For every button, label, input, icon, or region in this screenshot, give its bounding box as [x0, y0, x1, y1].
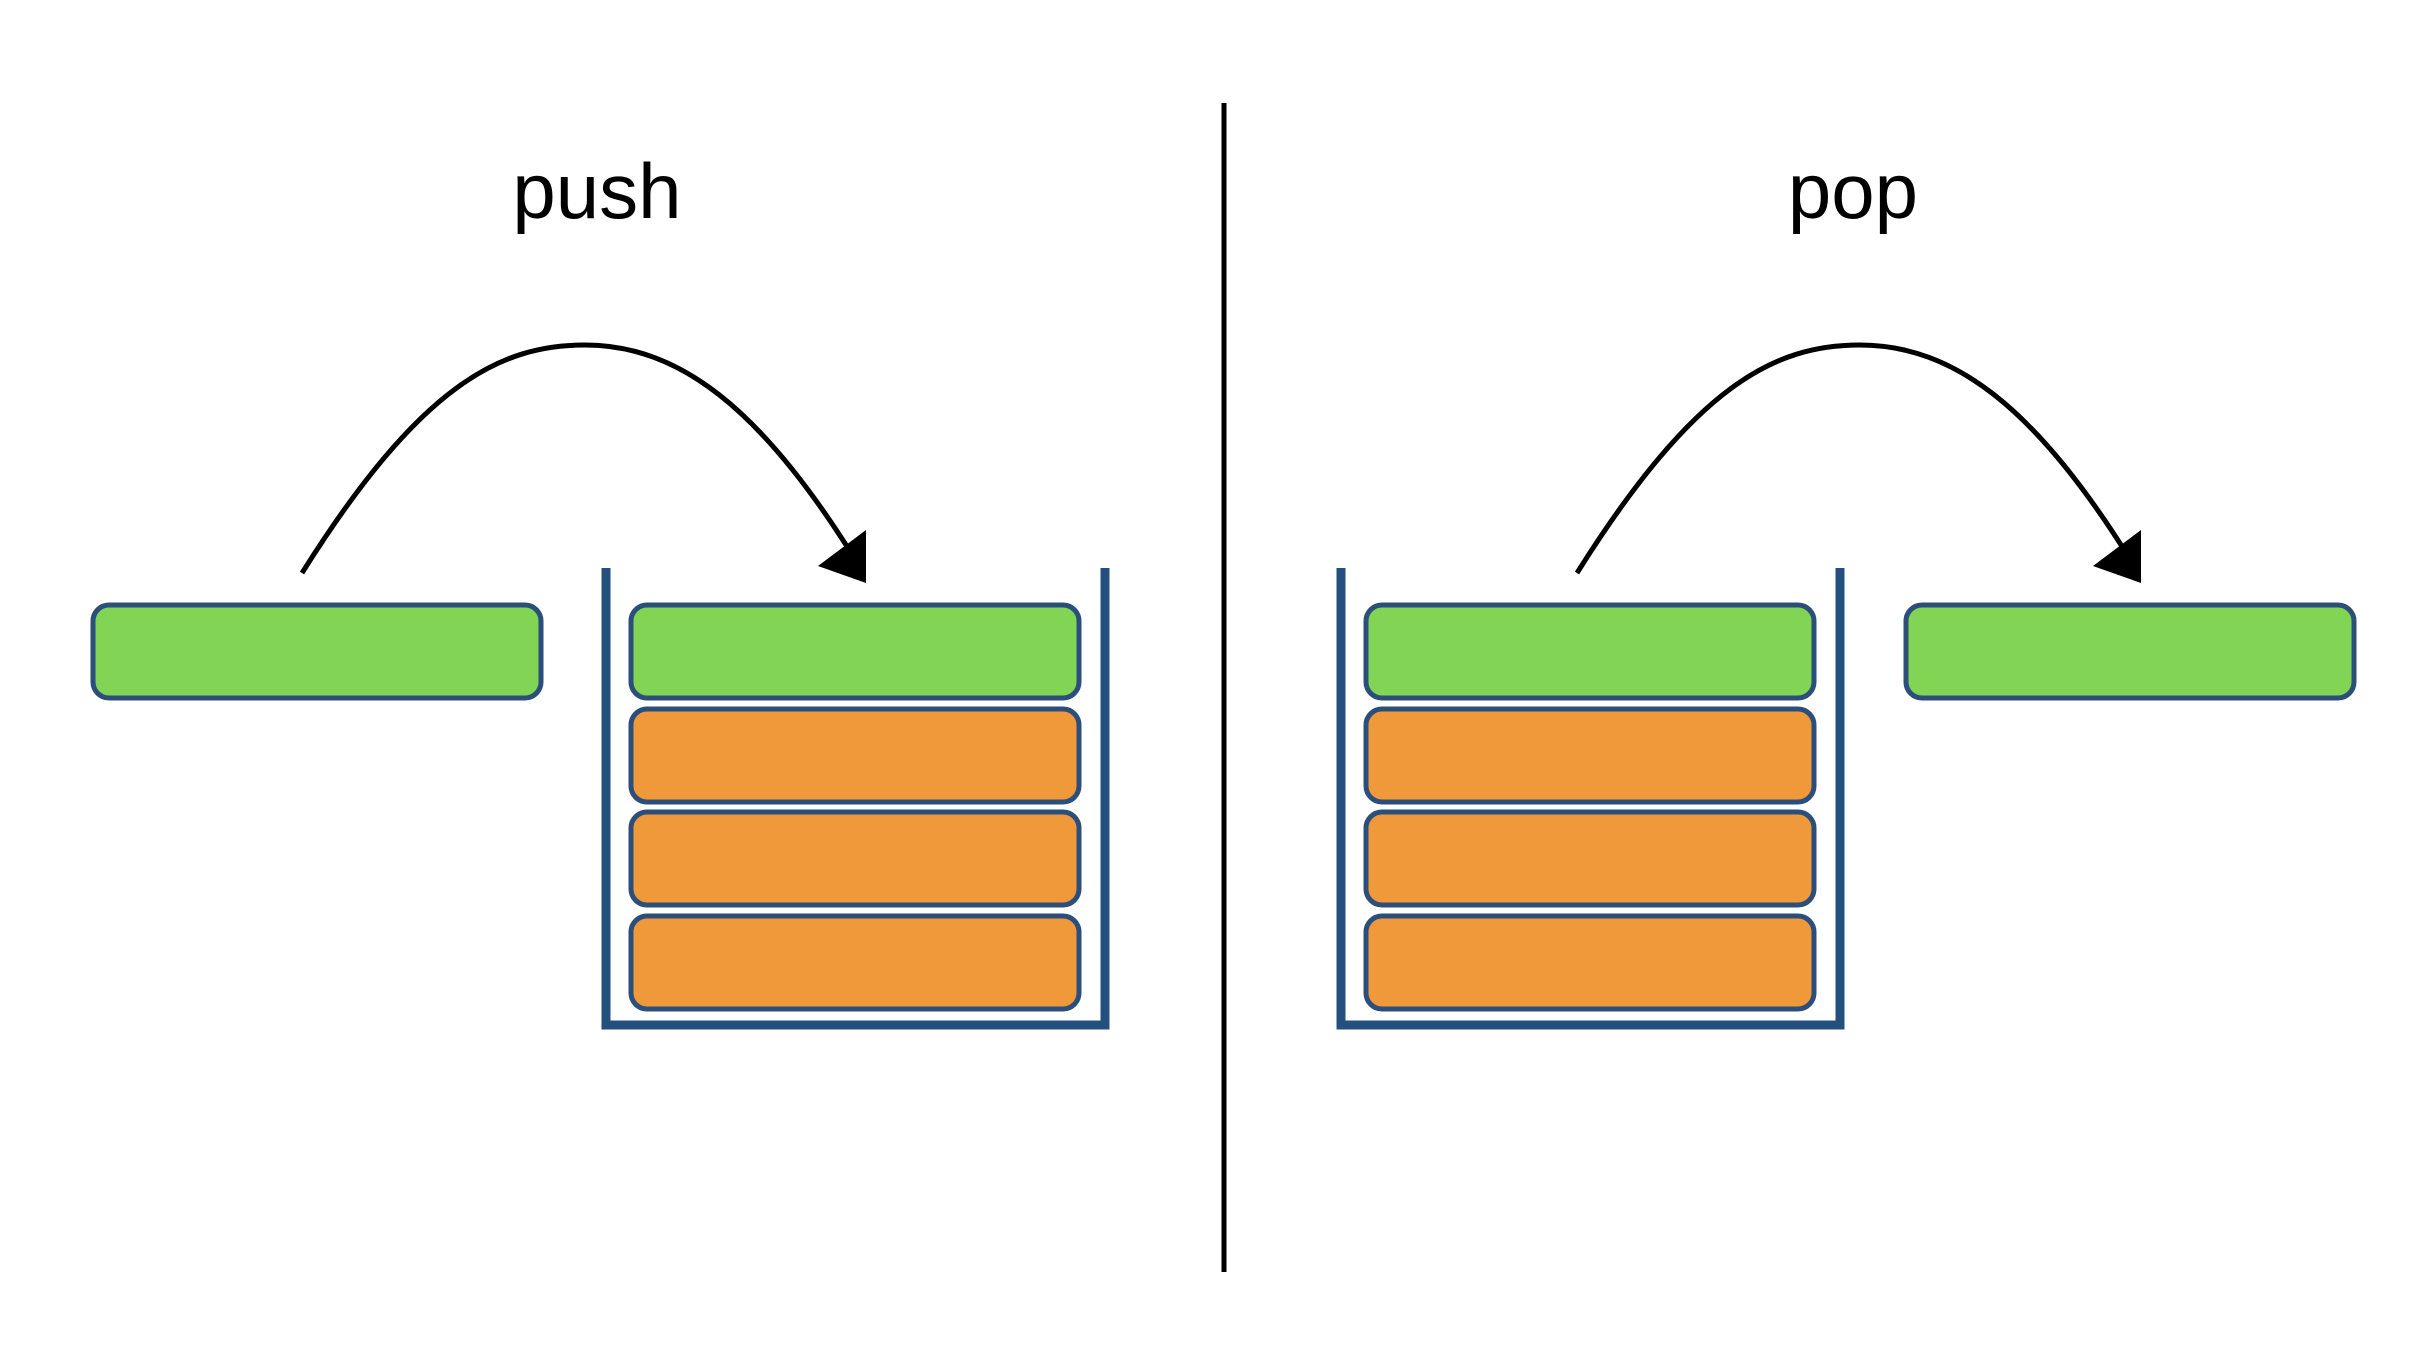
push-stack-container [601, 568, 1110, 1030]
push-stack-top-element [628, 602, 1082, 701]
pop-panel: pop [1336, 147, 2357, 1030]
push-title: push [512, 147, 681, 235]
pop-arrowhead [2093, 530, 2141, 583]
push-incoming-element [90, 602, 544, 701]
push-stack-element [628, 913, 1082, 1012]
pop-stack-container [1336, 568, 1845, 1030]
pop-stack-element [1363, 706, 1817, 805]
pop-outgoing-element [1903, 602, 2357, 701]
pop-stack-element [1363, 913, 1817, 1012]
pop-stack-element [1363, 809, 1817, 908]
push-stack-element [628, 706, 1082, 805]
pop-title: pop [1788, 147, 1918, 235]
push-arrow-arc [299, 342, 851, 575]
push-stack-element [628, 809, 1082, 908]
push-panel: push [90, 147, 1110, 1030]
push-arrowhead [818, 530, 866, 583]
pop-arrow-arc [1574, 342, 2126, 575]
pop-stack-top-element [1363, 602, 1817, 701]
